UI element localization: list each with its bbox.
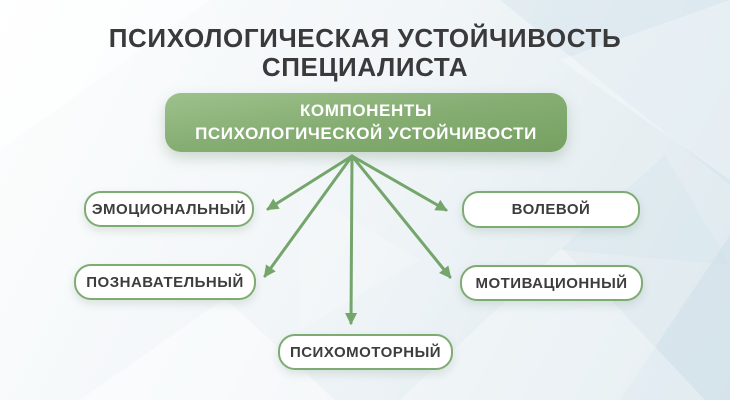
node-motivational: МОТИВАЦИОННЫЙ <box>460 265 643 301</box>
node-emotional-label: ЭМОЦИОНАЛЬНЫЙ <box>91 200 247 218</box>
node-psychomotor: ПСИХОМОТОРНЫЙ <box>278 334 453 370</box>
arrow-to-volitional <box>350 154 448 212</box>
node-psychomotor-label: ПСИХОМОТОРНЫЙ <box>289 343 442 361</box>
arrow-to-motivational <box>350 154 452 279</box>
node-volitional-label: ВОЛЕВОЙ <box>511 201 591 218</box>
root-node-components: КОМПОНЕНТЫ ПСИХОЛОГИЧЕСКОЙ УСТОЙЧИВОСТИ <box>165 93 567 152</box>
root-node-line1: КОМПОНЕНТЫ <box>299 101 433 121</box>
arrow-to-psychomotor <box>345 154 358 325</box>
arrow-to-emotional <box>266 154 354 211</box>
node-cognitive-label: ПОЗНАВАТЕЛЬНЫЙ <box>86 273 244 291</box>
page-title-line1: ПСИХОЛОГИЧЕСКАЯ УСТОЙЧИВОСТЬ <box>108 23 622 53</box>
page-title: ПСИХОЛОГИЧЕСКАЯ УСТОЙЧИВОСТЬ СПЕЦИАЛИСТА <box>0 24 730 81</box>
root-node-line2: ПСИХОЛОГИЧЕСКОЙ УСТОЙЧИВОСТИ <box>195 123 537 143</box>
node-emotional: ЭМОЦИОНАЛЬНЫЙ <box>84 191 254 227</box>
node-volitional: ВОЛЕВОЙ <box>462 191 640 228</box>
page-title-line2: СПЕЦИАЛИСТА <box>261 51 469 82</box>
node-cognitive: ПОЗНАВАТЕЛЬНЫЙ <box>74 264 256 300</box>
node-motivational-label: МОТИВАЦИОННЫЙ <box>475 274 628 292</box>
arrow-to-cognitive <box>263 154 354 278</box>
